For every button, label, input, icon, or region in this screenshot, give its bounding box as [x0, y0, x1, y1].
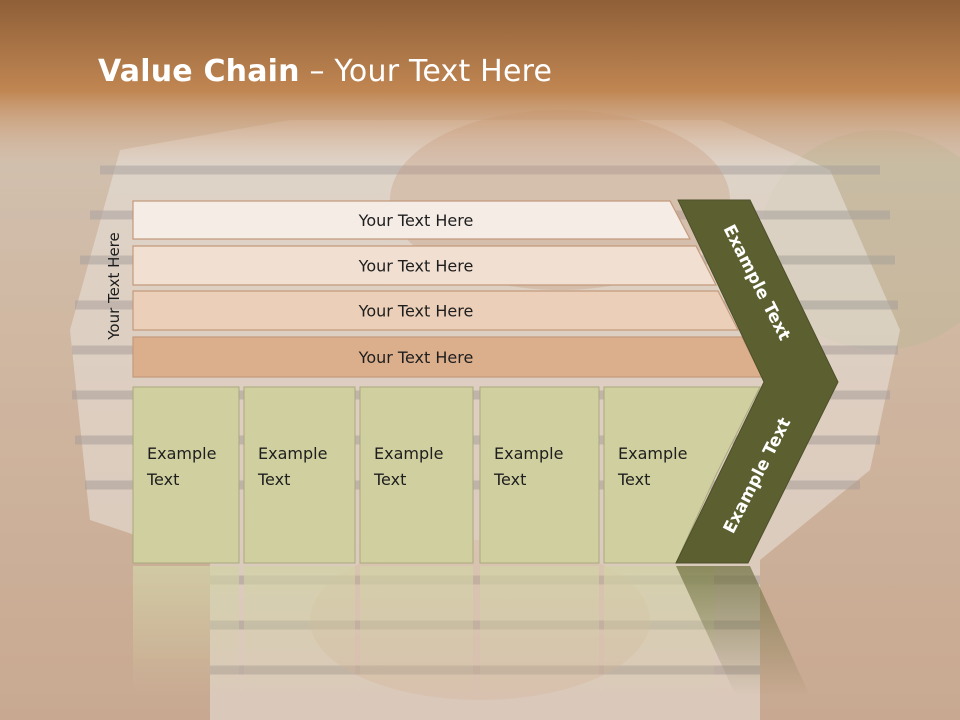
primary-box-line1: Example	[618, 444, 687, 463]
primary-box	[243, 386, 356, 564]
reflection-group	[133, 566, 810, 696]
primary-box	[132, 386, 240, 564]
primary-box	[359, 386, 474, 564]
support-row-label: Your Text Here	[358, 211, 474, 230]
title-rest: – Your Text Here	[299, 54, 553, 89]
primary-box	[603, 386, 761, 564]
support-row	[132, 290, 739, 331]
primary-box-line2: Text	[257, 470, 290, 489]
support-row	[132, 245, 717, 286]
primary-box-line1: Example	[147, 444, 216, 463]
support-row-label: Your Text Here	[358, 302, 474, 321]
primary-box-line1: Example	[374, 444, 443, 463]
margin-chevron	[675, 199, 839, 564]
primary-box-line2: Text	[146, 470, 179, 489]
slide-title: Value Chain – Your Text Here	[98, 54, 552, 89]
primary-box-line1: Example	[494, 444, 563, 463]
primary-box	[479, 386, 600, 564]
support-row-label: Your Text Here	[358, 257, 474, 276]
support-row-label: Your Text Here	[358, 348, 474, 367]
primary-box-line2: Text	[493, 470, 526, 489]
primary-box-line2: Text	[617, 470, 650, 489]
primary-box-line2: Text	[373, 470, 406, 489]
title-bold: Value Chain	[98, 54, 300, 89]
primary-box-line1: Example	[258, 444, 327, 463]
support-row	[132, 200, 691, 240]
